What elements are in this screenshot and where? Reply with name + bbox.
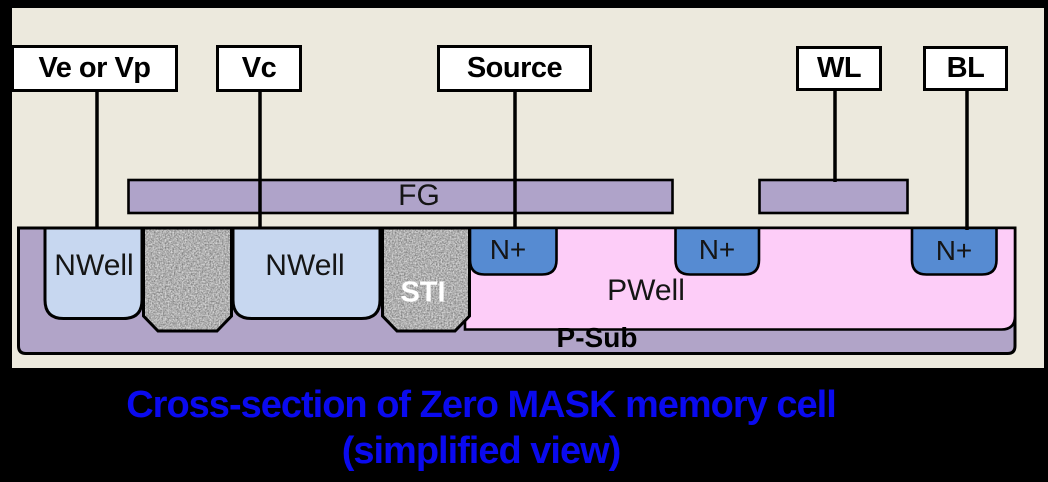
p-sub-label: P-Sub xyxy=(556,322,638,353)
fg-label: FG xyxy=(398,179,440,212)
nplus-bl-label: N+ xyxy=(935,235,973,266)
nplus-bl-region xyxy=(910,226,998,276)
terminal-box-wl: WL xyxy=(796,46,882,91)
pwell-label: PWell xyxy=(607,274,685,307)
nplus-mid-label: N+ xyxy=(698,234,736,265)
terminal-label-ve-vp: Ve or Vp xyxy=(38,52,151,84)
sti-label: STI xyxy=(400,276,446,309)
terminal-label-wl: WL xyxy=(816,52,862,84)
sti-left-outline xyxy=(142,226,233,333)
nplus-source-label: N+ xyxy=(489,234,527,265)
sti-right-texture xyxy=(382,228,470,331)
caption: Cross-section of Zero MASK memory cell (… xyxy=(0,382,962,474)
nwell-left-region xyxy=(43,226,144,320)
nwell-mid-label: NWell xyxy=(265,249,345,282)
caption-line-2: (simplified view) xyxy=(341,430,622,472)
nwell-left-label: NWell xyxy=(54,249,134,282)
fg-gate-bar xyxy=(127,178,674,215)
nwell-mid-region xyxy=(231,226,382,320)
wl-gate-bar xyxy=(758,178,909,215)
terminal-label-vc: Vc xyxy=(241,52,277,84)
terminal-box-source: Source xyxy=(437,45,592,92)
terminal-box-vc: Vc xyxy=(216,45,302,92)
nplus-mid-region xyxy=(674,226,761,276)
terminal-box-bl: BL xyxy=(923,46,1008,91)
sti-left-texture xyxy=(143,228,232,331)
terminal-box-ve-vp: Ve or Vp xyxy=(11,45,178,92)
caption-line-1: Cross-section of Zero MASK memory cell xyxy=(126,384,837,426)
pwell-region xyxy=(463,226,1017,331)
nplus-source-region xyxy=(468,226,558,276)
terminal-label-bl: BL xyxy=(946,52,985,84)
terminal-label-source: Source xyxy=(466,52,563,84)
